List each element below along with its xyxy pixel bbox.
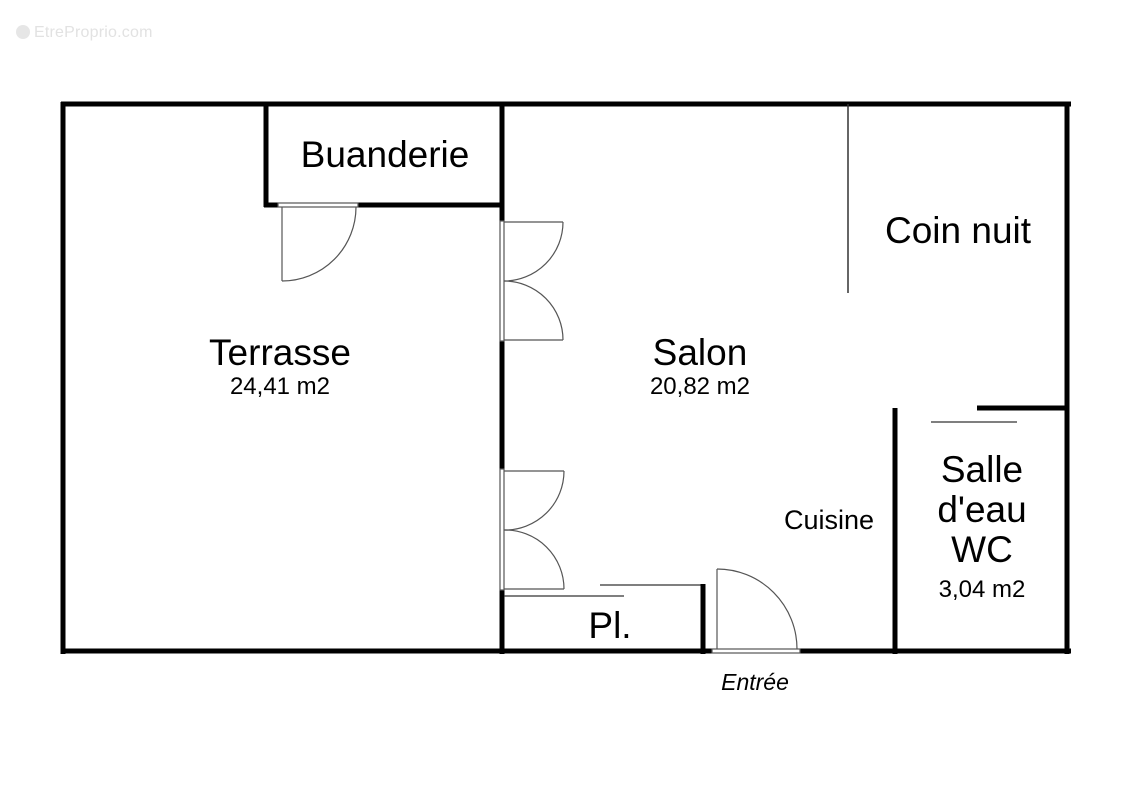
copyright-logo-icon bbox=[16, 25, 30, 39]
french-door-lower bbox=[499, 468, 565, 591]
room-salon: Salon 20,82 m2 bbox=[570, 333, 830, 401]
room-buanderie: Buanderie bbox=[300, 134, 470, 175]
outer-walls bbox=[60, 101, 1071, 654]
room-placard: Pl. bbox=[588, 605, 632, 646]
room-name-line: d'eau bbox=[937, 489, 1027, 530]
room-area: 24,41 m2 bbox=[229, 373, 331, 400]
entry-door bbox=[711, 568, 801, 654]
room-salle-eau: Salle d'eau WC 3,04 m2 bbox=[898, 450, 1066, 604]
room-cuisine: Cuisine bbox=[783, 505, 875, 535]
salle-eau-walls bbox=[892, 405, 1069, 654]
buanderie-door bbox=[277, 202, 359, 282]
french-door-upper bbox=[499, 220, 564, 342]
room-area: 20,82 m2 bbox=[649, 373, 751, 400]
room-name-line: Salle bbox=[940, 449, 1024, 490]
room-coin-nuit: Coin nuit bbox=[884, 210, 1032, 251]
room-name: Salon bbox=[652, 332, 748, 373]
placard-walls bbox=[504, 584, 706, 654]
room-name-line: WC bbox=[951, 529, 1013, 570]
room-area: 3,04 m2 bbox=[938, 576, 1026, 603]
buanderie-walls bbox=[263, 102, 504, 208]
watermark-text: EtreProprio.com bbox=[34, 24, 153, 41]
entrance-label: Entrée bbox=[721, 669, 789, 695]
room-name: Terrasse bbox=[209, 332, 351, 373]
watermark: EtreProprio.com bbox=[16, 24, 153, 42]
room-terrasse: Terrasse 24,41 m2 bbox=[150, 333, 410, 401]
